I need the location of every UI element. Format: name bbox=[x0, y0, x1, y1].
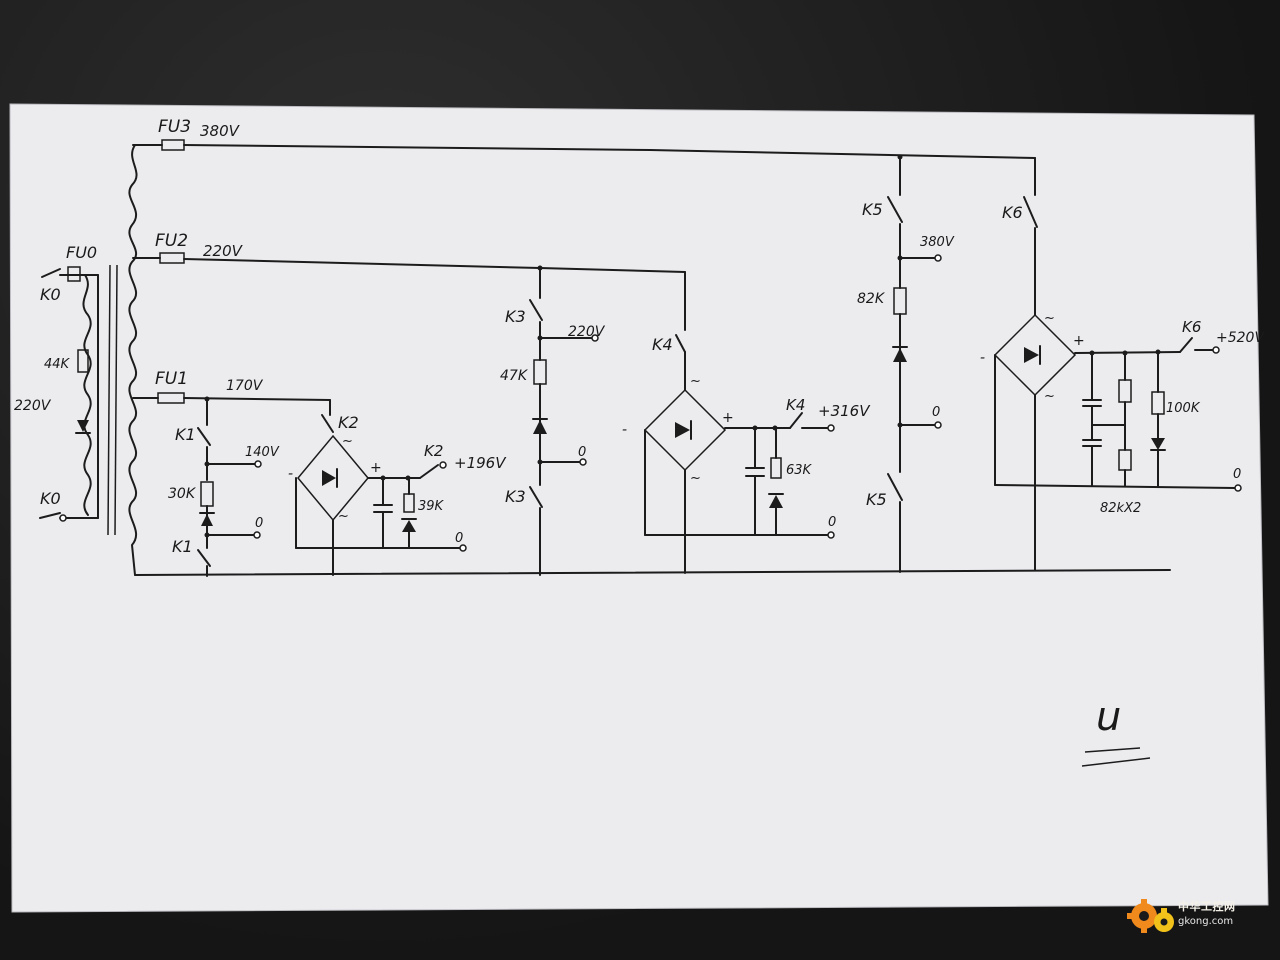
k6-plus: + bbox=[1073, 333, 1085, 349]
labels: FU3 380V FU2 220V FU1 170V FU0 K0 44K 22… bbox=[14, 117, 1265, 767]
k1-zero-label: 0 bbox=[255, 516, 263, 531]
k1-bottom-label: K1 bbox=[172, 537, 193, 556]
fu1-voltage: 170V bbox=[226, 378, 264, 394]
k4-in-label: K4 bbox=[652, 335, 673, 354]
k4-plus: + bbox=[722, 410, 734, 426]
stage-k4 bbox=[643, 334, 835, 574]
k6-ac2: ~ bbox=[1044, 389, 1055, 404]
k6-minus: - bbox=[980, 350, 985, 366]
k2-out-label: K2 bbox=[424, 442, 443, 460]
watermark: 中华工控网 gkong.com bbox=[1126, 894, 1266, 938]
k2-zero-label: 0 bbox=[455, 531, 463, 546]
k1-top-label: K1 bbox=[175, 425, 196, 444]
fu2-voltage: 220V bbox=[203, 242, 244, 260]
stage-k2 bbox=[295, 414, 467, 576]
stage-k6 bbox=[993, 157, 1242, 571]
fu1-label: FU1 bbox=[155, 369, 188, 389]
k6-pair-label: 82kX2 bbox=[1100, 501, 1141, 516]
k2-plus: + bbox=[370, 460, 382, 476]
k5-bottom-label: K5 bbox=[866, 490, 887, 509]
k2-out-voltage: +196V bbox=[454, 454, 507, 472]
k2-ac2: ~ bbox=[338, 509, 349, 524]
ground-bus bbox=[134, 569, 1171, 576]
tap-170v-bus bbox=[132, 392, 331, 416]
tap-220v-bus bbox=[132, 252, 686, 331]
k4-out-label: K4 bbox=[786, 396, 805, 414]
fu3-voltage: 380V bbox=[200, 122, 241, 140]
primary-resistor-label: 44K bbox=[44, 357, 71, 372]
k3-zero-label: 0 bbox=[578, 445, 586, 460]
primary-voltage-label: 220V bbox=[14, 398, 52, 414]
k0-bottom-label: K0 bbox=[40, 489, 61, 508]
k2-in-label: K2 bbox=[338, 413, 359, 432]
k5-top-label: K5 bbox=[862, 200, 883, 219]
k6-ac1: ~ bbox=[1044, 311, 1055, 326]
k5-zero-label: 0 bbox=[932, 405, 940, 420]
stage-k1 bbox=[197, 398, 262, 577]
fu3-label: FU3 bbox=[158, 117, 191, 137]
stage-k5 bbox=[887, 156, 942, 573]
fu2-label: FU2 bbox=[155, 231, 188, 251]
k6-out-label: K6 bbox=[1182, 318, 1201, 336]
k4-resistor-label: 63K bbox=[786, 463, 813, 478]
k0-top-label: K0 bbox=[40, 285, 61, 304]
k2-resistor-label: 39K bbox=[418, 499, 445, 514]
signature-strokes bbox=[1081, 747, 1151, 767]
k6-resistor-label: 100K bbox=[1166, 401, 1201, 416]
k4-ac1: ~ bbox=[690, 374, 701, 389]
k1-resistor-label: 30K bbox=[168, 486, 197, 502]
k5-out-voltage: 380V bbox=[920, 235, 955, 250]
tap-380v-bus bbox=[132, 139, 1036, 160]
k2-minus: - bbox=[288, 466, 293, 482]
k5-resistor-label: 82K bbox=[857, 291, 886, 307]
k4-zero-label: 0 bbox=[828, 515, 836, 530]
k1-out-voltage: 140V bbox=[245, 445, 280, 460]
k4-minus: - bbox=[622, 422, 627, 438]
gear-logo-icon bbox=[1127, 899, 1174, 933]
k4-ac2: ~ bbox=[690, 471, 701, 486]
stage-k3 bbox=[529, 267, 599, 576]
k3-resistor-label: 47K bbox=[500, 368, 529, 384]
k3-bottom-label: K3 bbox=[505, 487, 526, 506]
k3-top-label: K3 bbox=[505, 307, 526, 326]
fu0-label: FU0 bbox=[66, 243, 97, 262]
watermark-site-name: 中华工控网 bbox=[1178, 900, 1236, 913]
transformer bbox=[39, 144, 138, 576]
paper bbox=[10, 104, 1268, 912]
k6-in-label: K6 bbox=[1002, 203, 1023, 222]
k2-ac1: ~ bbox=[342, 434, 353, 449]
k6-out-voltage: +520V bbox=[1216, 330, 1265, 346]
signature: u bbox=[1096, 694, 1121, 740]
watermark-url: gkong.com bbox=[1178, 916, 1234, 927]
k4-out-voltage: +316V bbox=[818, 402, 871, 420]
k3-out-voltage: 220V bbox=[568, 324, 606, 340]
k6-zero-label: 0 bbox=[1233, 467, 1241, 482]
